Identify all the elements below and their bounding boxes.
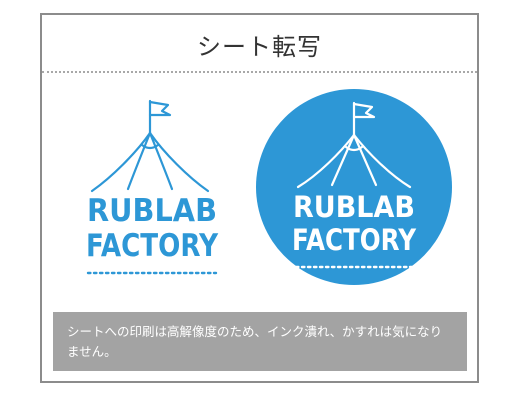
sheet-transfer-card: シート転写 RUBLAB FACTORY: [40, 13, 479, 383]
tent-flag-icon-white: [296, 101, 412, 189]
card-title: シート転写: [197, 32, 322, 61]
rublab-logo-circle: RUBLAB FACTORY: [256, 89, 452, 285]
tent-flag-icon: [90, 99, 210, 193]
logo-text-factory: FACTORY: [86, 228, 218, 264]
logo-text-rublab-white: RUBLAB: [293, 190, 415, 224]
logo-text-factory-white: FACTORY: [292, 223, 417, 257]
logo-circle-background: [256, 89, 452, 285]
dotted-divider: [42, 71, 477, 73]
logo-text-rublab: RUBLAB: [87, 193, 217, 229]
rublab-logo-plain: RUBLAB FACTORY: [86, 99, 218, 275]
caption-box: シートへの印刷は高解像度のため、インク潰れ、かすれは気になりません。: [53, 312, 467, 371]
